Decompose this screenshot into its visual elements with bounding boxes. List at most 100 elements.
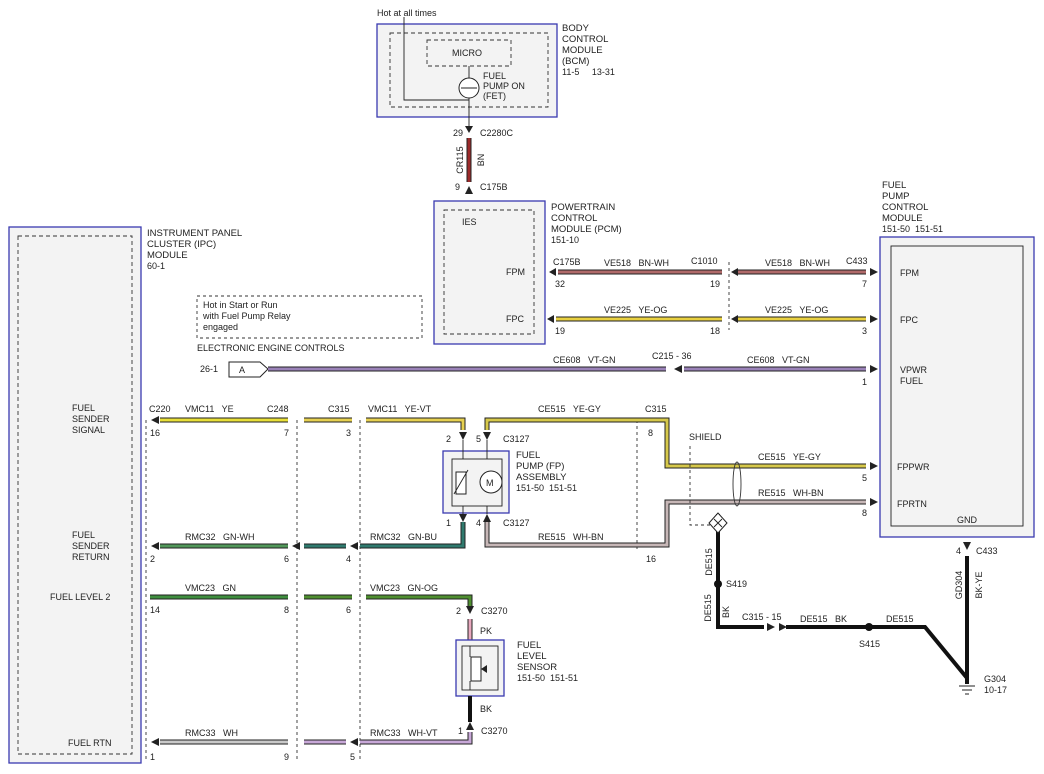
pin-pcm-9: 9 — [455, 182, 460, 192]
circuit-ve518: C175B VE518 BN-WH C1010 VE518 BN-WH C433… — [549, 256, 878, 289]
fpcm-title-1: FUEL — [882, 180, 906, 191]
label-gd304: GD304 — [954, 571, 964, 600]
label-de515-h: DE515 BK — [800, 614, 847, 624]
circuit-ve225: VE225 YE-OG VE225 YE-OG 19 18 3 — [547, 305, 878, 336]
pin-fpcm-5: 5 — [862, 473, 867, 483]
pin-pump-2: 2 — [446, 434, 451, 444]
pcm-title-1: POWERTRAIN — [551, 202, 615, 213]
label-vmc23-b: VMC23 GN-OG — [370, 583, 438, 593]
note-hot-2: with Fuel Pump Relay — [202, 311, 291, 321]
label-vmc11-a: VMC11 YE — [185, 404, 234, 414]
ipc-refs: 60-1 — [147, 261, 165, 271]
circuit-ce608: ELECTRONIC ENGINE CONTROLS 26-1 A CE608 … — [197, 343, 878, 387]
bcm-module: MICRO FUEL PUMP ON (FET) Hot at all time… — [376, 8, 615, 130]
label-ve518-b: VE518 BN-WH — [765, 258, 830, 268]
ipc-fss-1: FUEL — [72, 403, 95, 413]
conn-c3270-bot: C3270 — [481, 726, 508, 736]
eec-ref: 26-1 — [200, 364, 218, 374]
fpcm-title-2: PUMP — [882, 191, 909, 202]
fpcm-fprtn: FPRTN — [897, 499, 927, 509]
label-vmc11-b: VMC11 YE-VT — [368, 404, 432, 414]
fpcm-title-4: MODULE — [882, 213, 923, 224]
conn-c175b-top: C175B — [480, 182, 508, 192]
pin-c315-4: 4 — [346, 554, 351, 564]
conn-c3127-bot: C3127 — [503, 518, 530, 528]
label-re515-a: RE515 WH-BN — [538, 532, 604, 542]
label-ce515-b: CE515 YE-GY — [758, 452, 821, 462]
sensor-resistor-icon — [470, 656, 482, 682]
label-rmc32-a: RMC32 GN-WH — [185, 532, 255, 542]
pin-ipc-2: 2 — [150, 554, 155, 564]
pump-title-3: ASSEMBLY — [516, 472, 567, 483]
label-bk-ye: BK-YE — [974, 571, 984, 598]
pin-ipc-1: 1 — [150, 752, 155, 762]
pcm-title-2: CONTROL — [551, 213, 597, 224]
pin-fpcm-8: 8 — [862, 508, 867, 518]
fpcm-gnd: GND — [957, 515, 978, 525]
label-de515-v: DE515 — [704, 548, 714, 576]
bcm-title-3: MODULE — [562, 45, 603, 56]
conn-c3270-top: C3270 — [481, 606, 508, 616]
pin-c248-8: 8 — [284, 605, 289, 615]
ipc-title-3: MODULE — [147, 250, 188, 261]
label-rmc33-a: RMC33 WH — [185, 728, 238, 738]
sensor-title-2: LEVEL — [517, 651, 547, 662]
label-ve225-b: VE225 YE-OG — [765, 305, 828, 315]
circuit-vmc11: C220 VMC11 YE C248 C315 VMC11 YE-VT 16 7… — [149, 404, 467, 444]
conn-c175b-fpm: C175B — [553, 257, 581, 267]
conn-c433-fpm: C433 — [846, 256, 868, 266]
pump-title-2: PUMP (FP) — [516, 461, 564, 472]
bcm-title-4: (BCM) — [562, 56, 589, 67]
ground-g304-icon — [959, 685, 975, 695]
note-hot-1: Hot in Start or Run — [203, 300, 278, 310]
conn-s419: S419 — [726, 579, 747, 589]
fuel-level-sensor: 2 C3270 PK FUEL LEVEL SENSOR 151-50 151-… — [455, 606, 578, 736]
conn-c315-top: C315 — [328, 404, 350, 414]
label-bk: BK — [480, 704, 492, 714]
pin-pump-1: 1 — [446, 518, 451, 528]
pin-bcm-29: 29 — [453, 128, 463, 138]
pin-c315-3: 3 — [346, 428, 351, 438]
conn-c315-15: C315 - 15 — [742, 612, 782, 622]
label-cr115: CR115 — [455, 146, 465, 173]
fpcm-vpwr-2: FUEL — [900, 376, 923, 386]
label-bn: BN — [476, 154, 486, 167]
ipc-fss-2: SENDER — [72, 414, 110, 424]
shield-label: SHIELD — [689, 432, 722, 442]
ipc-fuel-rtn: FUEL RTN — [68, 738, 112, 748]
sensor-title-1: FUEL — [517, 640, 541, 651]
pcm-refs: 151-10 — [551, 235, 579, 245]
conn-c1010: C1010 — [691, 256, 718, 266]
note-hot-3: engaged — [203, 322, 238, 332]
label-rmc33-b: RMC33 WH-VT — [370, 728, 438, 738]
conn-c433-gnd: C433 — [976, 546, 998, 556]
fuel-pump-assembly: M 1 FUEL PUMP (FP) ASSEMBLY 151-50 151-5… — [442, 440, 577, 528]
ipc-module: INSTRUMENT PANEL CLUSTER (IPC) MODULE 60… — [8, 226, 242, 764]
fpcm-fpc: FPC — [900, 315, 919, 325]
pin-c1010-18: 18 — [710, 326, 720, 336]
conn-g304: G304 — [984, 674, 1006, 684]
shield: SHIELD — [689, 432, 742, 582]
hot-start-run-note: Hot in Start or Run with Fuel Pump Relay… — [196, 295, 423, 339]
circuit-vmc23: VMC23 GN VMC23 GN-OG 14 8 6 — [150, 583, 473, 615]
circuit-re515: 4 C3127 RE515 WH-BN 16 RE515 WH-BN 8 — [476, 488, 878, 564]
circuit-ce515: 5 C3127 CE515 YE-GY C315 8 CE515 YE-GY 5 — [476, 404, 878, 483]
pump-title-1: FUEL — [516, 450, 540, 461]
conn-c3127-top: C3127 — [503, 434, 530, 444]
bcm-title-2: CONTROL — [562, 34, 608, 45]
label-bk-v: BK — [721, 606, 731, 618]
conn-c2280c: C2280C — [480, 128, 514, 138]
pin-fpcm-7: 7 — [862, 279, 867, 289]
ipc-fsr-2: SENDER — [72, 541, 110, 551]
pin-pump-4: 4 — [476, 518, 481, 528]
pin-sens-2: 2 — [456, 606, 461, 616]
conn-c215-36: C215 - 36 — [652, 351, 692, 361]
pcm-ies: IES — [462, 217, 477, 227]
label-vmc23-a: VMC23 GN — [185, 583, 236, 593]
shield-twist-icon — [732, 461, 742, 507]
circuit-cr115: 29 C2280C CR115 BN 9 C175B — [453, 126, 514, 194]
circuit-rmc32: RMC32 GN-WH RMC32 GN-BU 2 6 4 — [150, 522, 466, 564]
pin-c315-16: 16 — [646, 554, 656, 564]
pcm-title-3: MODULE (PCM) — [551, 224, 622, 235]
